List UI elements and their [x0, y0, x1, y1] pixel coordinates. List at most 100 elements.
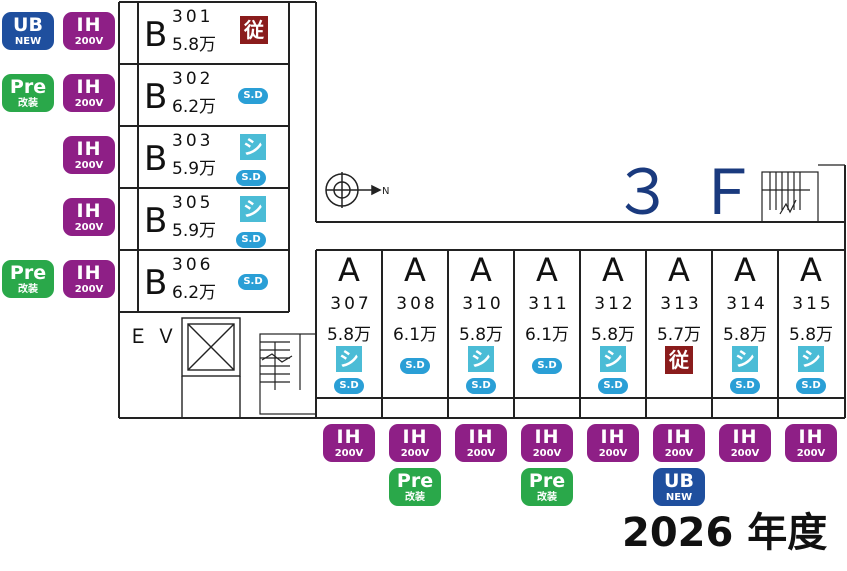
ih-badge-label: IH — [76, 14, 102, 36]
sd-badge: S.D — [238, 88, 268, 104]
sd-badge: S.D — [730, 378, 760, 394]
ih-badge-sublabel: 200V — [730, 448, 760, 459]
room-number: 315 — [792, 294, 834, 314]
ih-badge-sublabel: 200V — [598, 448, 628, 459]
sd-badge: S.D — [532, 358, 562, 374]
ih-badge-label: IH — [402, 426, 428, 448]
room-number: 305 — [172, 193, 214, 213]
ih-badge-label: IH — [666, 426, 692, 448]
ih-badge-label: IH — [468, 426, 494, 448]
room-number: 306 — [172, 255, 214, 275]
pre-badge-label: Pre — [9, 262, 47, 284]
ih-badge-sublabel: 200V — [74, 160, 104, 171]
sd-badge: S.D — [334, 378, 364, 394]
shi-marker-icon: シ — [240, 196, 266, 222]
room-number: 311 — [528, 294, 570, 314]
employee-marker-icon: 従 — [240, 16, 268, 44]
ih-badge-sublabel: 200V — [466, 448, 496, 459]
sd-badge: S.D — [238, 274, 268, 290]
room-number: 313 — [660, 294, 702, 314]
sd-badge: S.D — [400, 358, 430, 374]
ih-badge-label: IH — [76, 262, 102, 284]
shi-marker-icon: シ — [336, 346, 362, 372]
compass-icon — [325, 172, 382, 208]
ih-badge-label: IH — [336, 426, 362, 448]
room-price: 5.8万 — [172, 35, 217, 55]
ih-badge-label: IH — [732, 426, 758, 448]
ih-badge-sublabel: 200V — [664, 448, 694, 459]
ub-badge-sublabel: NEW — [14, 36, 42, 47]
room-price: 6.1万 — [524, 325, 570, 345]
room-number: 302 — [172, 69, 214, 89]
room-type: A — [800, 251, 822, 289]
shi-marker-icon: シ — [732, 346, 758, 372]
room-type: A — [338, 251, 360, 289]
room-price: 5.9万 — [172, 221, 217, 241]
pre-badge-sublabel: 改装 — [537, 492, 557, 503]
ub-badge-label: UB — [664, 470, 694, 492]
pre-badge-sublabel: 改装 — [18, 284, 38, 295]
sd-badge: S.D — [236, 170, 266, 186]
room-type: A — [404, 251, 426, 289]
shi-marker-icon: シ — [600, 346, 626, 372]
room-price: 6.1万 — [392, 325, 438, 345]
floor-label: ３Ｆ — [612, 156, 781, 229]
room-number: 301 — [172, 7, 214, 27]
ih-badge-sublabel: 200V — [532, 448, 562, 459]
ih-badge-label: IH — [76, 200, 102, 222]
room-price: 5.8万 — [590, 325, 636, 345]
room-type: A — [536, 251, 558, 289]
ih-badge-sublabel: 200V — [796, 448, 826, 459]
room-type: B — [144, 263, 168, 303]
ih-badge-label: IH — [76, 76, 102, 98]
room-type: B — [144, 139, 168, 179]
room-type: A — [734, 251, 756, 289]
room-number: 307 — [330, 294, 372, 314]
room-price: 6.2万 — [172, 283, 217, 303]
year-label: 2026 年度 — [622, 510, 828, 556]
sd-badge: S.D — [598, 378, 628, 394]
ih-badge-sublabel: 200V — [334, 448, 364, 459]
elevator-label: ＥＶ — [128, 324, 184, 348]
ih-badge-label: IH — [76, 138, 102, 160]
room-type: A — [470, 251, 492, 289]
pre-badge-label: Pre — [9, 76, 47, 98]
compass-north-label: N — [382, 186, 389, 197]
sd-badge: S.D — [466, 378, 496, 394]
room-type: A — [602, 251, 624, 289]
room-type: B — [144, 77, 168, 117]
ih-badge-label: IH — [534, 426, 560, 448]
room-price: 5.8万 — [722, 325, 768, 345]
room-price: 5.9万 — [172, 159, 217, 179]
room-type: B — [144, 15, 168, 55]
ih-badge-label: IH — [798, 426, 824, 448]
sd-badge: S.D — [236, 232, 266, 248]
room-type: B — [144, 201, 168, 241]
room-number: 312 — [594, 294, 636, 314]
room-price: 5.7万 — [656, 325, 702, 345]
ih-badge-sublabel: 200V — [74, 284, 104, 295]
pre-badge-label: Pre — [396, 470, 434, 492]
shi-marker-icon: シ — [798, 346, 824, 372]
ih-badge-sublabel: 200V — [400, 448, 430, 459]
ih-badge-sublabel: 200V — [74, 222, 104, 233]
room-number: 308 — [396, 294, 438, 314]
employee-marker-icon: 従 — [665, 346, 693, 374]
ub-badge-sublabel: NEW — [665, 492, 693, 503]
room-number: 314 — [726, 294, 768, 314]
room-price: 5.8万 — [458, 325, 504, 345]
